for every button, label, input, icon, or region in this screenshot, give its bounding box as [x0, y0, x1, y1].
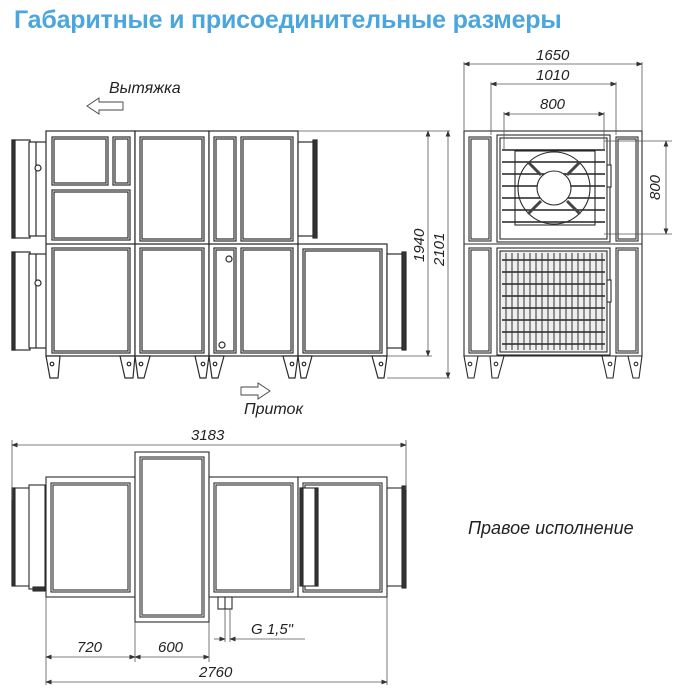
- section-1-dim: 720: [77, 639, 103, 656]
- front-width-total-dim: 1650: [536, 47, 570, 64]
- drain-connection-dim: G 1,5": [251, 621, 294, 638]
- supply-label: Приток: [244, 401, 304, 418]
- exhaust-label: Вытяжка: [109, 80, 181, 97]
- side-view: [11, 97, 451, 400]
- execution-note: Правое исполнение: [468, 518, 634, 538]
- feet: [45, 355, 388, 379]
- height-total-dim: 2101: [431, 233, 448, 267]
- fan-width-dim: 800: [540, 96, 566, 113]
- top-view: [11, 440, 407, 685]
- height-inner-dim: 1940: [411, 228, 428, 262]
- supply-arrow-icon: [240, 382, 271, 400]
- section-2-dim: 600: [158, 639, 184, 656]
- page-title: Габаритные и присоединительные размеры: [14, 6, 562, 34]
- exhaust-arrow-icon: [86, 97, 124, 115]
- front-view: [463, 61, 672, 379]
- front-width-frame-dim: 1010: [536, 67, 570, 84]
- top-length-total-dim: 3183: [191, 427, 225, 444]
- top-length-body-dim: 2760: [198, 664, 233, 681]
- fan-height-dim: 800: [647, 174, 664, 200]
